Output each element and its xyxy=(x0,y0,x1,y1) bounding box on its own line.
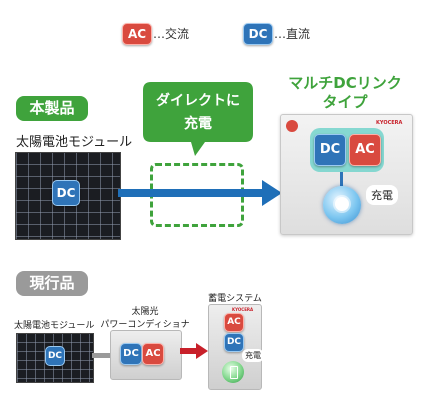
unit-charge-label: 充電 xyxy=(366,185,398,205)
unit-logo-icon xyxy=(286,120,298,132)
direct-charge-callout xyxy=(143,82,253,156)
sun-icon xyxy=(335,197,349,211)
legend-ac-text: …交流 xyxy=(153,27,190,41)
current-ac-arrow xyxy=(180,343,208,359)
callout-text-line1: ダイレクトに xyxy=(156,93,240,109)
new-module-caption: 太陽電池モジュール xyxy=(16,135,133,150)
legend-ac-badge: AC xyxy=(122,23,152,45)
product-title-line2: タイプ xyxy=(322,93,368,111)
current-dc-line xyxy=(92,353,110,358)
storage-brand-mark: KYOCERA xyxy=(232,307,254,312)
storage-charge-label: 充電 xyxy=(242,349,264,362)
current-module-dc-badge: DC xyxy=(45,346,65,366)
pcs-caption-line2: パワーコンディショナ xyxy=(100,320,190,330)
legend-dc-text: …直流 xyxy=(274,27,311,41)
pcs-dc-badge: DC xyxy=(120,343,142,365)
current-system-label: 現行品 xyxy=(16,271,88,296)
new-module-dc-badge: DC xyxy=(52,180,80,206)
current-solar-panel xyxy=(16,333,94,383)
new-dc-arrow xyxy=(118,180,282,206)
unit-dc-badge: DC xyxy=(314,134,346,166)
unit-brand-mark: KYOCERA xyxy=(376,120,403,126)
storage-dc-badge: DC xyxy=(224,333,244,352)
current-module-caption: 太陽電池モジュール xyxy=(14,321,95,331)
storage-battery-orb xyxy=(222,361,244,383)
new-system-label: 本製品 xyxy=(16,96,88,121)
product-title-line1: マルチDCリンク xyxy=(288,74,402,92)
storage-caption: 蓄電システム xyxy=(208,294,262,304)
unit-ac-badge: AC xyxy=(349,134,381,166)
battery-icon xyxy=(230,366,238,379)
unit-internal-link xyxy=(340,172,343,186)
pcs-caption-line1: 太陽光 xyxy=(131,307,159,317)
callout-text-line2: 充電 xyxy=(184,116,212,132)
storage-ac-badge: AC xyxy=(224,313,244,332)
pcs-ac-badge: AC xyxy=(142,343,164,365)
legend-dc-badge: DC xyxy=(243,23,273,45)
